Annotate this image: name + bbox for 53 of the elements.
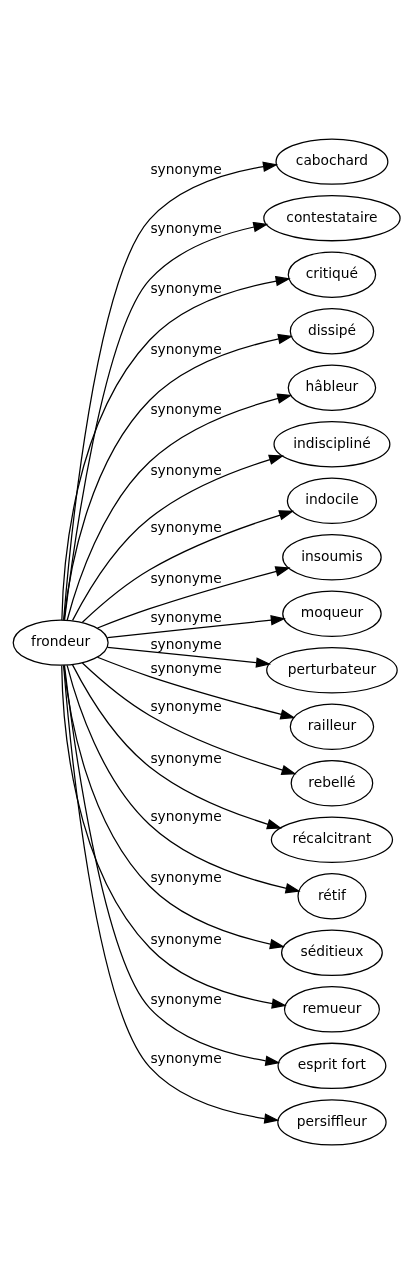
node-ellipse: séditieux [281,929,383,976]
arrow [96,656,296,719]
node-ellipse: récalcitrant [270,816,394,863]
node-ellipse: frondeur [12,618,109,666]
edge-label: synonyme [150,461,222,478]
edge-label: synonyme [150,518,222,535]
edge-label: synonyme [150,697,222,714]
arrow [61,664,287,1009]
edge-label: synonyme [150,608,222,625]
node-ellipse: persiffleur [277,1098,387,1146]
edge-label: synonyme [150,868,222,885]
edge-label: synonyme [150,659,222,676]
edge-label: synonyme [150,400,222,417]
arrow [63,664,285,949]
arrow [66,664,301,893]
edge-label: synonyme [150,340,222,357]
node-ellipse: cabochard [275,137,389,185]
arrow [81,509,295,623]
edge-label: synonyme [150,279,222,296]
arrow [106,646,272,668]
node-ellipse: rétif [297,872,367,920]
arrow [71,454,285,621]
edge-label: synonyme [150,930,222,947]
node-ellipse: critiqué [287,250,377,298]
arrow [96,565,291,629]
arrow [81,661,297,775]
arrow [71,663,283,829]
edge-label: synonyme [150,749,222,766]
edge-label: synonyme [150,569,222,586]
arrow [61,275,291,621]
edge-label: synonyme [150,160,222,177]
edge-label: synonyme [150,807,222,824]
arrow [66,392,293,621]
node-ellipse: esprit fort [277,1042,387,1089]
arrow [63,221,269,620]
node-ellipse: contestataire [263,194,401,241]
edge-label: synonyme [150,219,222,236]
node-ellipse: insoumis [282,533,382,580]
node-ellipse: perturbateur [266,646,398,693]
node-ellipse: remueur [283,985,380,1033]
arrow [63,333,294,621]
node-ellipse: rebellé [290,759,374,806]
arrow [106,614,286,638]
edge-label: synonyme [150,990,222,1007]
node-ellipse: dissipé [289,307,375,354]
node-ellipse: indiscipliné [273,420,391,467]
edge-label: synonyme [150,635,222,652]
node-ellipse: moqueur [282,590,382,637]
node-ellipse: indocile [286,477,378,524]
node-ellipse: hâbleur [287,363,377,411]
arrow [63,160,279,620]
node-ellipse: railleur [289,703,375,750]
edge-label: synonyme [150,1049,222,1066]
